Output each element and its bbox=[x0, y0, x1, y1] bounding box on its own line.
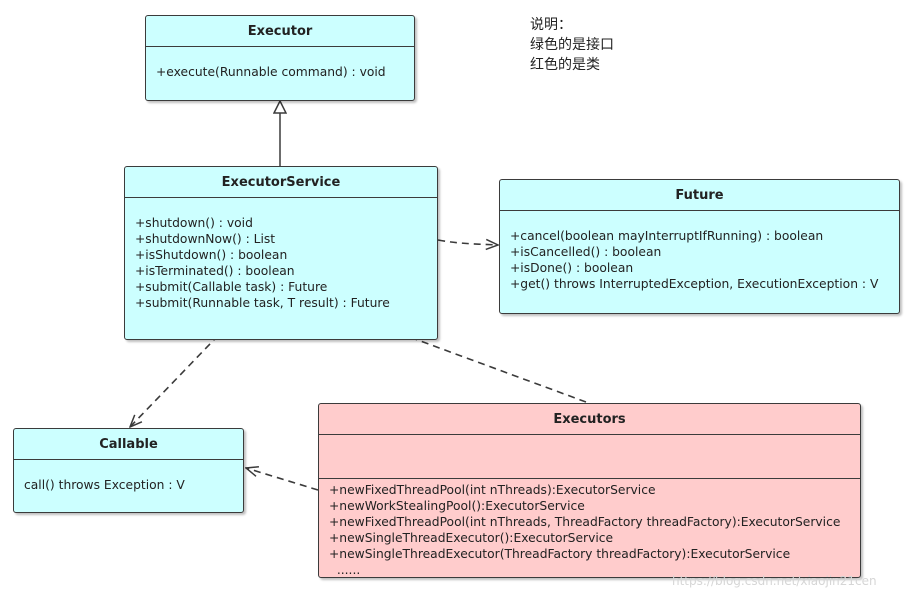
executor-members: +execute(Runnable command) : void bbox=[146, 47, 414, 80]
member: +cancel(boolean mayInterruptIfRunning) :… bbox=[510, 229, 824, 243]
member: +newSingleThreadExecutor(ThreadFactory t… bbox=[329, 547, 791, 561]
future-interface-box: Future +cancel(boolean mayInterruptIfRun… bbox=[499, 179, 900, 314]
member: +newWorkStealingPool():ExecutorService bbox=[329, 499, 585, 513]
member: +isShutdown() : boolean bbox=[135, 248, 288, 262]
executor-title: Executor bbox=[146, 16, 414, 47]
note-class-line: 红色的是类 bbox=[530, 57, 600, 73]
member: call() throws Exception : V bbox=[24, 478, 185, 492]
member: +shutdownNow() : List bbox=[135, 232, 276, 246]
member: +isTerminated() : boolean bbox=[135, 264, 295, 278]
executorservice-members: +shutdown() : void +shutdownNow() : List… bbox=[125, 198, 437, 311]
member: ...... bbox=[329, 563, 361, 577]
callable-members: call() throws Exception : V bbox=[14, 460, 243, 493]
depend-executorservice-line bbox=[358, 318, 587, 403]
future-title: Future bbox=[500, 180, 899, 211]
member: +newFixedThreadPool(int nThreads, Thread… bbox=[329, 515, 841, 529]
depend-future-line bbox=[437, 240, 498, 245]
executorservice-interface-box: ExecutorService +shutdown() : void +shut… bbox=[124, 166, 438, 340]
executors-attributes-section bbox=[319, 435, 860, 479]
callable-title: Callable bbox=[14, 429, 243, 460]
executors-title: Executors bbox=[319, 404, 860, 435]
note-heading: 说明： bbox=[530, 17, 572, 33]
member: +isDone() : boolean bbox=[510, 261, 634, 275]
member: +submit(Callable task) : Future bbox=[135, 280, 328, 294]
member: +shutdown() : void bbox=[135, 216, 253, 230]
member: +execute(Runnable command) : void bbox=[156, 65, 386, 79]
member: +get() throws InterruptedException, Exec… bbox=[510, 277, 879, 291]
executors-members: +newFixedThreadPool(int nThreads):Execut… bbox=[319, 479, 860, 577]
watermark-text: https://blog.csdn.net/xiaojin21cen bbox=[672, 574, 877, 588]
depend-executors-callable-line bbox=[246, 468, 319, 491]
member: +isCancelled() : boolean bbox=[510, 245, 662, 259]
member: +submit(Runnable task, T result) : Futur… bbox=[135, 296, 390, 310]
executors-class-box: Executors +newFixedThreadPool(int nThrea… bbox=[318, 403, 861, 578]
legend-note: 说明： 绿色的是接口 红色的是类 bbox=[530, 15, 614, 75]
callable-interface-box: Callable call() throws Exception : V bbox=[13, 428, 244, 513]
executorservice-title: ExecutorService bbox=[125, 167, 437, 198]
note-interface-line: 绿色的是接口 bbox=[530, 37, 614, 53]
member: +newFixedThreadPool(int nThreads):Execut… bbox=[329, 483, 656, 497]
executor-interface-box: Executor +execute(Runnable command) : vo… bbox=[145, 15, 415, 101]
future-members: +cancel(boolean mayInterruptIfRunning) :… bbox=[500, 211, 899, 292]
member: +newSingleThreadExecutor():ExecutorServi… bbox=[329, 531, 614, 545]
